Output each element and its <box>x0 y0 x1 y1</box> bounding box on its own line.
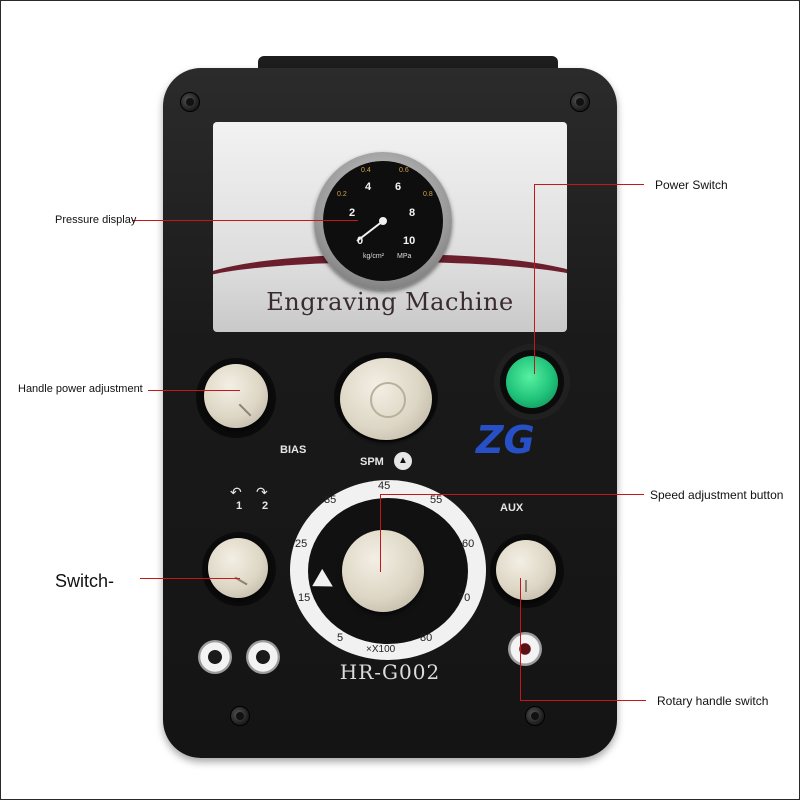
handle-1-label: 1 <box>236 500 243 512</box>
pressure-gauge: 0 2 4 6 8 10 0.2 0.4 0.6 0.8 kg/cm² MPa <box>314 152 452 290</box>
gauge-outer-tick-label: 0.6 <box>399 167 409 174</box>
rotate-left-icon: ↶ <box>230 484 242 500</box>
aux-knob[interactable] <box>496 540 556 600</box>
callout-line <box>520 578 521 700</box>
gauge-outer-tick-label: 0.8 <box>423 191 433 198</box>
gauge-tick-label: 0 <box>357 235 364 247</box>
switch-knob[interactable] <box>208 538 268 598</box>
screw-icon <box>570 92 590 112</box>
rotary-handle-port <box>508 632 542 666</box>
speed-scale-label: 15 <box>298 592 311 604</box>
speed-scale-label: 25 <box>295 538 308 550</box>
speed-scale-label: 5 <box>337 632 344 644</box>
model-number: HR-G002 <box>339 660 441 684</box>
callout-switch: Switch- <box>55 571 115 591</box>
gauge-unit-label: kg/cm² <box>363 253 384 260</box>
gauge-tick-label: 8 <box>409 207 416 219</box>
knob-inner-circle <box>370 382 406 418</box>
callout-line <box>140 578 240 579</box>
callout-line <box>380 494 381 572</box>
knob-indicator <box>238 403 252 417</box>
bias-label: BIAS <box>280 444 307 456</box>
callout-line <box>534 184 644 185</box>
speed-scale-label: 35 <box>324 494 337 506</box>
callout-line <box>132 220 358 221</box>
aux-label: AUX <box>500 502 524 514</box>
speed-scale-label: 80 <box>420 632 433 644</box>
gauge-tick-label: 2 <box>349 207 356 219</box>
gauge-unit-label: MPa <box>397 253 412 260</box>
callout-speed-adjustment-button: Speed adjustment button <box>650 488 784 502</box>
callout-power-switch: Power Switch <box>655 178 728 192</box>
gauge-outer-tick-label: 0.4 <box>361 167 371 174</box>
mode-knob[interactable] <box>340 358 432 440</box>
gauge-needle <box>356 217 387 242</box>
callout-pressure-display: Pressure display <box>55 214 137 226</box>
air-port-1 <box>198 640 232 674</box>
callout-handle-power-adjustment: Handle power adjustment <box>18 383 143 395</box>
callout-line <box>148 390 240 391</box>
speed-scale-label: 45 <box>378 480 391 492</box>
brand-logo: ZG <box>476 418 535 462</box>
air-port-2 <box>246 640 280 674</box>
speed-scale-label: 55 <box>430 494 443 506</box>
knob-indicator <box>525 580 527 592</box>
spm-label: SPM <box>360 456 384 468</box>
callout-line <box>520 700 646 701</box>
gauge-tick-label: 4 <box>365 181 372 193</box>
power-button[interactable] <box>506 356 558 408</box>
rotate-right-icon: ↷ <box>256 484 268 500</box>
gauge-outer-tick-label: 0.2 <box>337 191 347 198</box>
gauge-tick-label: 10 <box>403 235 416 247</box>
triangle-up-icon: ▲ <box>394 452 412 470</box>
screw-icon <box>525 706 545 726</box>
screw-icon <box>180 92 200 112</box>
multiplier-label: ×X100 <box>366 644 396 655</box>
handle-2-label: 2 <box>262 500 269 512</box>
screw-icon <box>230 706 250 726</box>
speed-scale-label: 60 <box>462 538 475 550</box>
callout-line <box>534 184 535 374</box>
speed-adjustment-knob[interactable] <box>342 530 424 612</box>
gauge-tick-label: 6 <box>395 181 402 193</box>
gauge-face: 0 2 4 6 8 10 0.2 0.4 0.6 0.8 kg/cm² MPa <box>323 161 443 281</box>
handle-power-knob[interactable] <box>204 364 268 428</box>
machine-title: Engraving Machine <box>266 288 514 316</box>
callout-rotary-handle-switch: Rotary handle switch <box>657 694 769 708</box>
speed-scale-label: 70 <box>458 592 471 604</box>
callout-line <box>380 494 644 495</box>
